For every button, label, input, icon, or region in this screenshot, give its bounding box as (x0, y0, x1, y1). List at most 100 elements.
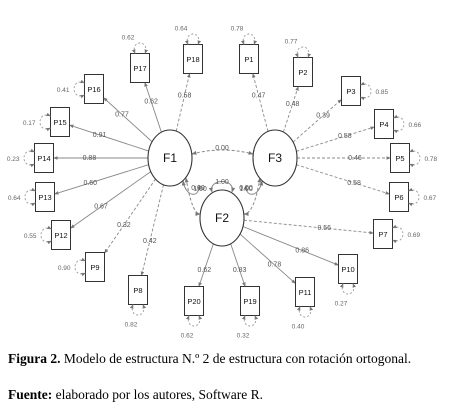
error-variance-loop (40, 225, 52, 245)
loading-label: 0.58 (338, 133, 352, 140)
covariance-arc (191, 149, 254, 155)
error-variance-label: 0.64 (8, 195, 21, 202)
covariance-label: 0.00 (215, 145, 229, 152)
loading-path-p8 (140, 184, 164, 276)
loading-path-p6 (296, 164, 390, 195)
item-label: P9 (90, 263, 99, 272)
source-text: elaborado por los autores, Software R. (52, 387, 263, 402)
error-variance-loop (24, 187, 36, 207)
error-variance-loop (74, 257, 86, 277)
error-variance-label: 0.23 (7, 156, 20, 163)
loading-path-p18 (175, 73, 191, 132)
item-label: P8 (133, 286, 142, 295)
error-variance-loop (73, 79, 85, 99)
loading-label: 0.47 (252, 93, 266, 100)
error-variance-label: 0.69 (408, 232, 421, 239)
error-variance-loop (23, 148, 35, 168)
error-variance-loop (39, 112, 51, 132)
error-variance-loop (129, 304, 147, 316)
error-variance-loop (241, 315, 259, 327)
figure-title: Modelo de estructura N.º 2 de estructura… (60, 351, 412, 366)
loading-label: 0.32 (117, 222, 131, 229)
loading-path-p12 (70, 171, 152, 229)
error-variance-label: 0.55 (24, 233, 37, 240)
error-variance-label: 0.78 (231, 26, 244, 33)
loading-label: 0.62 (144, 98, 158, 105)
error-variance-loop (184, 33, 202, 45)
loading-label: 0.91 (93, 132, 107, 139)
item-label: P16 (87, 85, 100, 94)
loading-path-p19 (230, 243, 246, 287)
item-label: P11 (299, 288, 312, 297)
loading-path-p10 (242, 226, 339, 266)
item-label: P12 (54, 231, 67, 240)
error-variance-label: 0.40 (292, 324, 305, 331)
error-variance-label: 0.27 (335, 301, 348, 308)
loading-path-p16 (103, 97, 153, 143)
item-label: P1 (244, 55, 253, 64)
item-label: P13 (38, 193, 51, 202)
factor-variance-label: 1.00 (215, 179, 229, 186)
covariance-arc (184, 177, 201, 216)
error-variance-label: 0.78 (425, 156, 438, 163)
factor-variance-label: 1.00 (193, 186, 207, 193)
item-label: P19 (243, 297, 256, 306)
figure-caption: Figura 2. Modelo de estructura N.º 2 de … (8, 350, 452, 367)
factor-ellipse-f3 (252, 129, 298, 187)
loading-path-p11 (239, 233, 296, 284)
loading-label: 0.78 (268, 262, 282, 269)
error-variance-label: 0.32 (237, 333, 250, 340)
factor-label: F1 (163, 151, 177, 165)
loading-path-p3 (292, 99, 342, 143)
error-variance-loop (185, 315, 203, 327)
factor-variance-loop (208, 181, 236, 193)
error-variance-loop (240, 33, 258, 45)
loading-label: 0.42 (143, 238, 157, 245)
item-label: P10 (341, 265, 354, 274)
loading-path-p1 (252, 73, 269, 132)
loading-label: 0.77 (115, 111, 129, 118)
loading-path-p15 (69, 124, 149, 152)
item-label: P7 (378, 230, 387, 239)
loading-label: 0.46 (348, 155, 362, 162)
factor-variance-loop (181, 180, 202, 195)
error-variance-label: 0.82 (125, 322, 138, 329)
loading-label: 0.48 (286, 101, 300, 108)
item-label: P6 (394, 193, 403, 202)
item-label: P3 (346, 87, 355, 96)
loading-label: 0.56 (317, 225, 331, 232)
error-variance-label: 0.90 (58, 265, 71, 272)
error-variance-label: 0.41 (57, 87, 70, 94)
loading-label: 0.86 (295, 247, 309, 254)
loading-label: 0.88 (83, 155, 97, 162)
item-label: P4 (379, 120, 388, 129)
covariance-arc (243, 177, 262, 216)
factor-variance-label: 1.00 (239, 186, 253, 193)
loading-label: 0.60 (83, 180, 97, 187)
loading-path-p2 (282, 86, 299, 133)
factor-label: F2 (215, 211, 229, 225)
error-variance-loop (393, 114, 405, 134)
error-variance-loop (408, 187, 420, 207)
source-label: Fuente: (8, 387, 53, 402)
factor-ellipse-f1 (147, 129, 193, 187)
loading-path-p17 (144, 82, 162, 133)
loading-path-p4 (296, 126, 375, 152)
error-variance-loop (294, 46, 312, 58)
figure-source: Fuente: elaborado por los autores, Softw… (8, 386, 452, 403)
loading-path-p20 (198, 243, 214, 287)
factor-ellipse-f2 (199, 189, 245, 247)
error-variance-loop (131, 42, 149, 54)
item-label: P14 (37, 154, 50, 163)
error-variance-label: 0.67 (424, 195, 437, 202)
error-variance-loop (409, 148, 421, 168)
loading-label: 0.62 (198, 267, 212, 274)
loading-label: 0.39 (316, 113, 330, 120)
error-variance-label: 0.62 (181, 333, 194, 340)
loading-path-p7 (243, 219, 374, 235)
loading-label: 0.58 (347, 180, 361, 187)
error-variance-loop (360, 81, 372, 101)
loading-label: 0.58 (178, 92, 192, 99)
item-label: P2 (298, 68, 307, 77)
